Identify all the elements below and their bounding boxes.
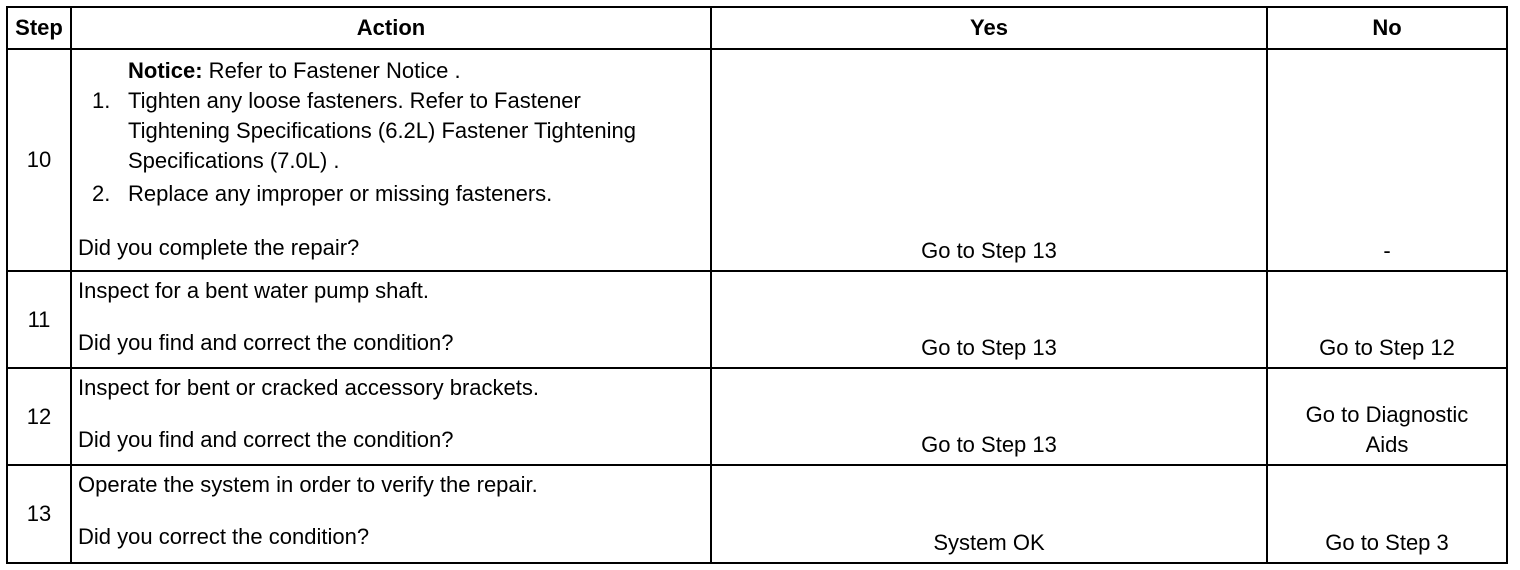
yes-cell: Go to Step 13 (710, 367, 1268, 466)
header-action: Action (70, 6, 712, 50)
action-text: Operate the system in order to verify th… (78, 472, 538, 497)
step-number: 11 (6, 270, 72, 369)
step-number: 10 (6, 48, 72, 272)
step-number: 13 (6, 464, 72, 564)
list-item: 1. Tighten any loose fasteners. Refer to… (92, 88, 636, 173)
header-no: No (1266, 6, 1508, 50)
question-text: Did you find and correct the condition? (78, 330, 454, 355)
table-row: 12 Inspect for bent or cracked accessory… (6, 367, 1508, 466)
question-text: Did you complete the repair? (78, 235, 360, 260)
no-cell: Go to Diagnostic Aids (1266, 367, 1508, 466)
header-row: Step Action Yes No (6, 6, 1508, 50)
question-text: Did you find and correct the condition? (78, 427, 454, 452)
yes-cell: Go to Step 13 (710, 270, 1268, 369)
question-text: Did you correct the condition? (78, 524, 370, 549)
list-item: 2. Replace any improper or missing faste… (92, 181, 553, 206)
action-text: Inspect for a bent water pump shaft. (78, 278, 429, 303)
yes-cell: Go to Step 13 (710, 48, 1268, 272)
action-cell: Notice: Refer to Fastener Notice . 1. Ti… (70, 48, 712, 272)
no-cell: Go to Step 12 (1266, 270, 1508, 369)
action-cell: Inspect for bent or cracked accessory br… (70, 367, 712, 466)
yes-cell: System OK (710, 464, 1268, 564)
action-steps-list: 1. Tighten any loose fasteners. Refer to… (78, 86, 704, 209)
step-number: 12 (6, 367, 72, 466)
action-cell: Inspect for a bent water pump shaft. Did… (70, 270, 712, 369)
notice-text: Refer to Fastener Notice . (202, 58, 461, 83)
action-text: Inspect for bent or cracked accessory br… (78, 375, 539, 400)
diagnostic-table: Step Action Yes No 10 Notice: Refer to F… (6, 6, 1508, 564)
header-step: Step (6, 6, 72, 50)
table-row: 10 Notice: Refer to Fastener Notice . 1.… (6, 48, 1508, 272)
table-row: 13 Operate the system in order to verify… (6, 464, 1508, 564)
notice-label: Notice: (128, 58, 203, 83)
table-row: 11 Inspect for a bent water pump shaft. … (6, 270, 1508, 369)
header-yes: Yes (710, 6, 1268, 50)
notice-line: Notice: Refer to Fastener Notice . (78, 56, 704, 86)
no-cell: Go to Step 3 (1266, 464, 1508, 564)
action-cell: Operate the system in order to verify th… (70, 464, 712, 564)
no-cell: - (1266, 48, 1508, 272)
